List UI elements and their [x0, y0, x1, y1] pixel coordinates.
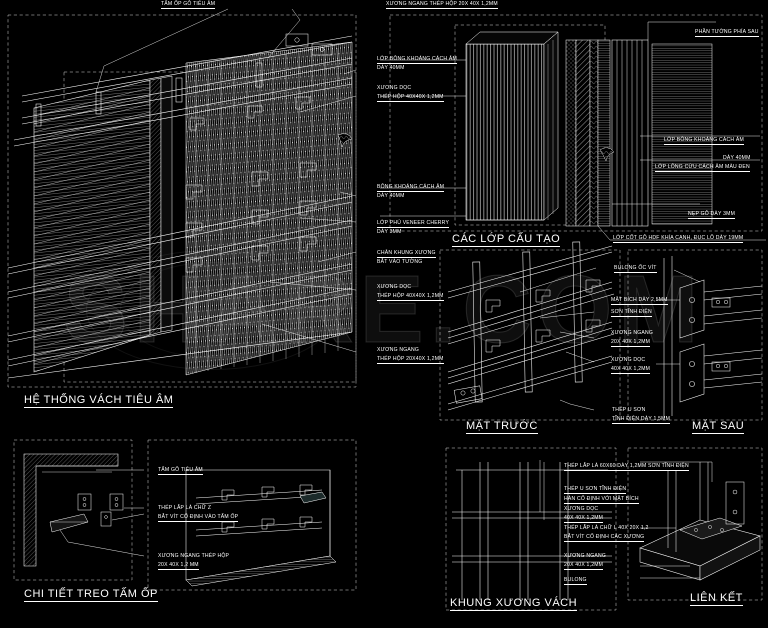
label-horizontal-stud-3: XƯƠNG NGANG THÉP HỘP	[158, 553, 230, 559]
label-wood-trim: NẸP GỖ DÀY 3MM	[688, 211, 736, 220]
label-veneer: LỚP PHỦ VENEER CHERRY	[377, 220, 450, 229]
label-z-bracket-fix: BẮT VÍT CỐ ĐỊNH VÀO TẤM ỐP	[158, 514, 239, 523]
label-horizontal-stud-2: XƯƠNG NGANG	[611, 330, 654, 336]
label-mineral-wool-3: LỚP BÔNG KHOÁNG CÁCH ÂM	[664, 137, 744, 146]
label-flange: MẶT BÍCH DÀY 2,5MM	[611, 297, 668, 306]
label-top-panel: TẤM ỐP GỖ TIÊU ÂM	[161, 1, 216, 10]
label-l-bracket-fix: BẮT VÍT CỐ ĐỊNH CÁC XƯƠNG	[564, 534, 645, 543]
label-mineral-wool-2: BÔNG KHOÁNG CÁCH ÂM	[377, 184, 445, 193]
label-mineral-wool-3-thickness: DÀY 40MM	[723, 155, 751, 161]
label-weld-flange: HÀN CỐ ĐỊNH VỚI MẶT BÍCH	[564, 496, 639, 505]
label-acoustic-board: TẤM GỖ TIÊU ÂM	[158, 467, 203, 476]
label-rear-wall: PHẦN TƯỜNG PHÍA SAU	[695, 29, 759, 38]
label-vertical-stud-1-spec: THÉP HỘP 40X40X 1,2MM	[377, 94, 444, 103]
label-base-frame: CHÂN KHUNG XƯƠNG	[377, 250, 436, 259]
label-u-steel-2: THÉP U SƠN TĨNH ĐIỆN	[564, 486, 627, 495]
label-horizontal-stud-4: XƯƠNG NGANG	[564, 553, 607, 559]
label-vertical-stud-3-spec: 40X 40X 1,2MM	[611, 366, 651, 375]
label-horizontal-stud-1-spec: THÉP HỘP 20X40X 1,2MM	[377, 356, 444, 365]
label-vertical-stud-1: XƯƠNG DỌC	[377, 85, 412, 91]
title-hanging-detail: CHI TIẾT TREO TẤM ỐP	[24, 588, 158, 602]
label-bolt: BULONG	[564, 577, 587, 586]
label-l-bracket: THÉP LẮP LÀ CHỮ L 40X 20X 1,2	[564, 525, 649, 531]
title-frame: KHUNG XƯƠNG VÁCH	[450, 597, 578, 611]
label-horizontal-stud-1: XƯƠNG NGANG	[377, 347, 420, 353]
label-vertical-stud-3: XƯƠNG DỌC	[611, 357, 646, 363]
label-u-steel: THÉP U SƠN	[612, 407, 646, 413]
label-top-rail: XƯƠNG NGANG THÉP HỘP 20X 40X 1,2MM	[386, 1, 498, 10]
title-connection: LIÊN KẾT	[690, 592, 743, 606]
title-layers: CÁC LỚP CẤU TẠO	[452, 233, 561, 247]
label-base-frame-fix: BẮT VÀO TƯỜNG	[377, 259, 423, 265]
label-mineral-wool-1: LỚP BÔNG KHOÁNG CÁCH ÂM	[377, 56, 457, 65]
label-veneer-thickness: DÀY 3MM	[377, 229, 402, 235]
label-hdf-core: LỚP CỐT GỖ HDF KHÍA CẠNH, ĐỤC LỖ DÀY 19M…	[613, 235, 744, 244]
title-front-view: MẶT TRƯỚC	[466, 420, 538, 434]
label-z-bracket-1: THÉP LẮP LÀ CHỮ Z	[158, 505, 212, 511]
label-bolt-screw: BULONG ỐC VÍT	[614, 265, 657, 274]
label-horizontal-stud-2-spec: 20X 40X 1,2MM	[611, 339, 651, 348]
label-vertical-stud-4: XƯƠNG DỌC	[564, 506, 599, 512]
label-horizontal-stud-4-spec: 20X 40X 1,2MM	[564, 562, 604, 571]
label-wool-felt: LỚP LÔNG CỪU CÁCH ÂM MÀU ĐEN	[655, 164, 750, 173]
label-vertical-stud-2: XƯƠNG DỌC	[377, 284, 412, 290]
label-vertical-stud-2-spec: THÉP HỘP 40X40X 1,2MM	[377, 293, 444, 302]
label-u-steel-spec: TĨNH ĐIỆN DÀY 1,5MM	[612, 416, 671, 425]
title-wall-system: HỆ THỐNG VÁCH TIÊU ÂM	[24, 394, 174, 408]
label-plate-60x60: THÉP LẮP LÀ 60X60 DÀY 1,2MM SƠN TĨNH ĐIỆ…	[564, 463, 689, 472]
title-rear-view: MẶT SAU	[692, 420, 745, 434]
label-flange-coating: SƠN TĨNH ĐIỆN	[611, 309, 652, 318]
label-mineral-wool-2-thickness: DÀY 40MM	[377, 193, 405, 199]
label-horizontal-stud-3-spec: 20X 40X 1,2 MM	[158, 562, 199, 571]
label-vertical-stud-4-spec: 40X 40X 1,2MM	[564, 515, 604, 524]
label-mineral-wool-1-thickness: DÀY 40MM	[377, 65, 405, 71]
